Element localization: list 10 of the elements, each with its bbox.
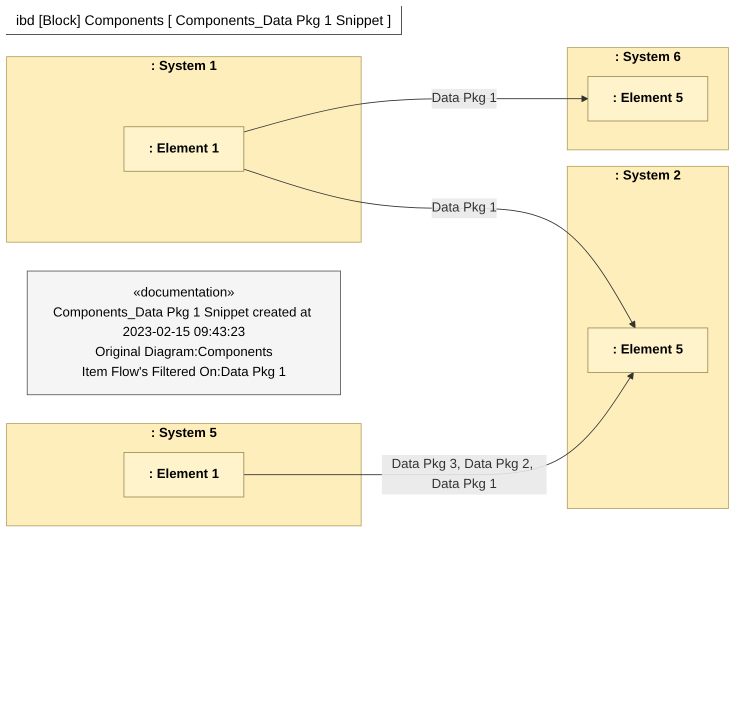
- frame-title: ibd [Block] Components [ Components_Data Pkg 1 Snippet ]: [6, 6, 402, 35]
- arrow: [243, 168, 636, 328]
- node-box: : Element 5: [588, 328, 708, 373]
- edge-label: Data Pkg 1: [432, 200, 497, 215]
- node-box: «documentation» Components_Data Pkg 1 Snippet created at 2023-02-15 09:43:23 Original Diagram:Components Item Flow's Filtered On:Data Pkg 1: [26, 270, 341, 396]
- node-box: : Element 5: [588, 76, 708, 122]
- node-box: : Element 1: [124, 452, 244, 498]
- node-box: : Element 1: [124, 126, 244, 172]
- edge-label: Data Pkg 3, Data Pkg 2, Data Pkg 1: [392, 457, 534, 492]
- edge-label: Data Pkg 1: [432, 91, 497, 106]
